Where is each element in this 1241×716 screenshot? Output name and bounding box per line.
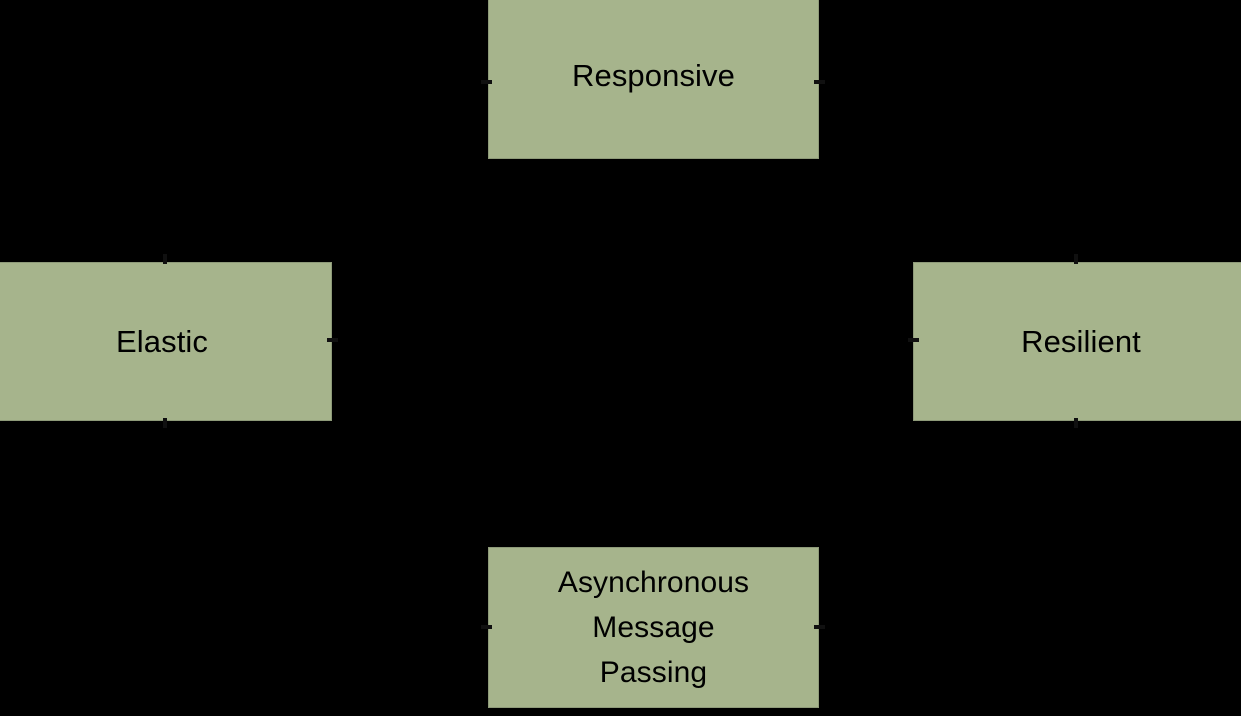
connector-async-left [481, 625, 492, 629]
node-elastic-label: Elastic [115, 324, 208, 359]
node-responsive-label: Responsive [572, 57, 735, 93]
connector-elastic-top [163, 254, 167, 264]
node-responsive[interactable]: Responsive [488, 0, 819, 159]
connector-elastic-bottom [163, 418, 167, 428]
connector-resilient-bottom [1074, 418, 1078, 428]
node-resilient-label: Resilient [1021, 324, 1141, 359]
node-asynchronous-message-passing[interactable]: Asynchronous Message Passing [488, 547, 819, 708]
connector-responsive-left [481, 80, 492, 84]
node-elastic[interactable]: Elastic [0, 262, 332, 421]
connector-responsive-right [814, 80, 825, 84]
connector-elastic-right [327, 338, 338, 342]
connector-resilient-top [1074, 254, 1078, 264]
connector-async-right [814, 625, 825, 629]
node-asynchronous-message-passing-label: Asynchronous Message Passing [557, 566, 750, 689]
connector-resilient-left [908, 338, 919, 342]
node-resilient[interactable]: Resilient [913, 262, 1241, 421]
